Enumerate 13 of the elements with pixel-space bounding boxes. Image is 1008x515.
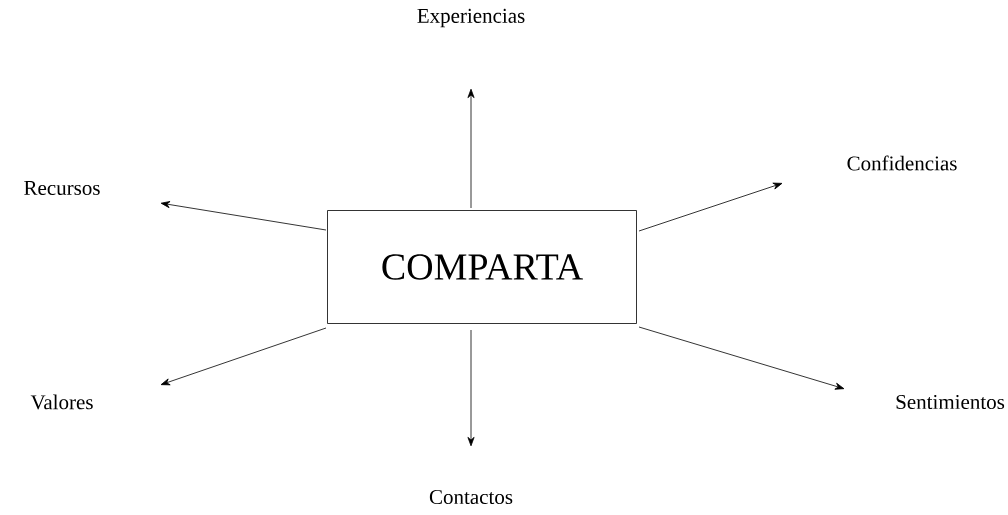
node-label: Sentimientos <box>896 394 1005 410</box>
arrow <box>160 327 327 386</box>
node-label: Valores <box>30 394 93 410</box>
arrow <box>160 201 327 231</box>
node-label: Contactos <box>429 489 513 505</box>
node-label: Confidencias <box>847 155 957 171</box>
process-box: COMPARTA <box>327 210 637 324</box>
arrow <box>467 329 475 447</box>
node-label: Experiencias <box>417 8 525 28</box>
arrow <box>638 326 845 390</box>
node-label: Recursos <box>24 181 100 195</box>
arrow <box>467 88 475 209</box>
arrow <box>638 182 783 232</box>
